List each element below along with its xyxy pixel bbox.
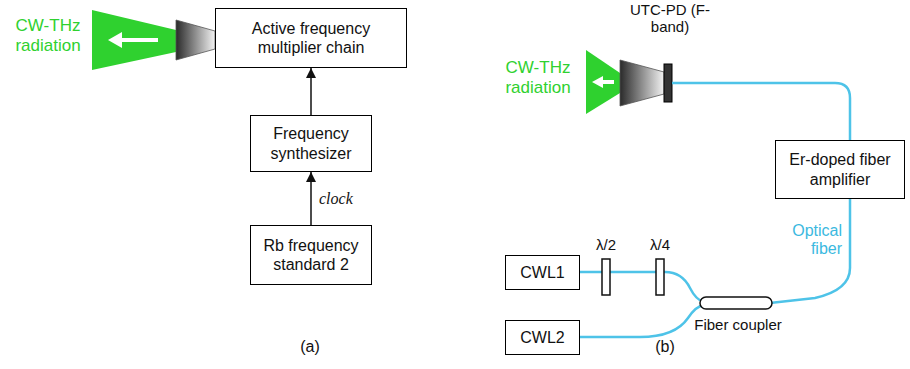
beam-arrow bbox=[120, 38, 158, 42]
amplifier-box: Er-doped fiber amplifier bbox=[775, 140, 905, 199]
panel-label: (b) bbox=[645, 338, 685, 356]
horn-antenna bbox=[176, 20, 215, 60]
half-wave-plate bbox=[602, 259, 610, 295]
panel-label: (a) bbox=[290, 338, 330, 356]
radiation-label: CW-THz radiation bbox=[496, 58, 580, 97]
thz-beam bbox=[92, 10, 176, 70]
frequency-standard-box: Rb frequency standard 2 bbox=[250, 225, 372, 285]
beam-arrow-head bbox=[592, 76, 603, 88]
beam-arrow-head bbox=[108, 32, 122, 48]
box-text: CWL1 bbox=[520, 263, 564, 282]
signal-label: clock bbox=[317, 190, 355, 208]
box-text: Er-doped fiber amplifier bbox=[782, 150, 898, 188]
device-label: UTC-PD (F-band) bbox=[624, 1, 716, 36]
fiber-label: Optical fiber bbox=[776, 222, 842, 259]
radiation-label: CW-THz radiation bbox=[6, 16, 90, 55]
photodiode bbox=[664, 64, 672, 102]
fiber-segment bbox=[580, 305, 704, 337]
box-text: CWL2 bbox=[520, 328, 564, 347]
thz-beam bbox=[586, 50, 620, 114]
optical-fiber bbox=[580, 83, 850, 337]
fiber-segment bbox=[580, 272, 704, 302]
box-text: Frequency synthesizer bbox=[257, 124, 365, 162]
box-text: Active frequency multiplier chain bbox=[222, 19, 400, 57]
laser-box: CWL2 bbox=[505, 320, 580, 355]
synthesizer-box: Frequency synthesizer bbox=[250, 115, 372, 172]
fiber-coupler bbox=[700, 297, 772, 309]
quarter-wave-plate bbox=[656, 259, 664, 295]
waveplate-label: λ/4 bbox=[642, 236, 678, 253]
multiplier-box: Active frequency multiplier chain bbox=[215, 8, 407, 68]
coupler-label: Fiber coupler bbox=[690, 316, 786, 333]
box-text: Rb frequency standard 2 bbox=[257, 236, 365, 274]
fiber-segment bbox=[770, 199, 850, 303]
fiber-segment bbox=[672, 83, 850, 140]
signal-arrow bbox=[310, 172, 312, 225]
signal-arrow bbox=[310, 68, 312, 115]
horn-antenna bbox=[620, 60, 664, 106]
waveplate-label: λ/2 bbox=[588, 236, 624, 253]
laser-box: CWL1 bbox=[505, 255, 580, 290]
